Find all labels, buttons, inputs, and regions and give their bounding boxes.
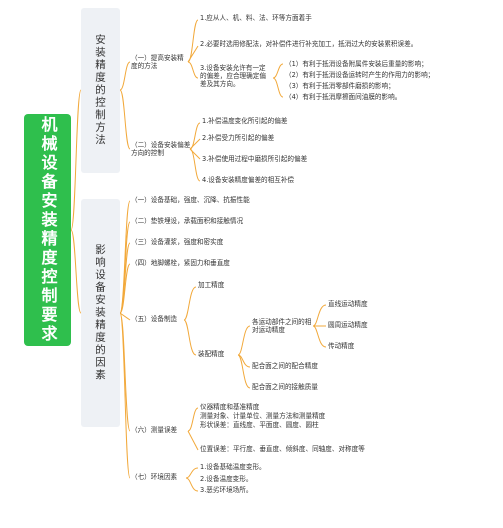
fit-accuracy: 配合面之间的配合精度 — [252, 362, 318, 370]
sub1-subitem-3: （3）有利于抵消零部件磨损的影响； — [285, 82, 395, 90]
sub1-item-3: 3.设备安装允许有一定的偏差，应合理确定偏差及其方向。 — [200, 64, 266, 89]
factor-2: （二）垫铁埋设，承载面积和接触情况 — [131, 217, 244, 225]
measurement-line-1: 仪器精度和基准精度 — [200, 403, 260, 411]
env-item-1: 1.设备基础温度变形。 — [200, 463, 266, 471]
connector-branch2-f4 — [119, 263, 131, 314]
connector-sub2-item4 — [189, 148, 201, 182]
connector-branch2-f6 — [119, 312, 131, 432]
connector-relative-linear — [312, 304, 327, 327]
factor-7-label: （七）环境因素 — [131, 473, 178, 481]
connector-sub1-item3 — [187, 61, 199, 79]
connector-f7-items-end — [185, 477, 199, 492]
factor-4: （四）地脚螺栓，紧固力和垂直度 — [131, 259, 230, 267]
transmission-accuracy: 传动精度 — [328, 342, 355, 350]
env-item-3: 3.恶劣环境场所。 — [200, 486, 253, 494]
factor-3: （三）设备灌浆，强度和密实度 — [131, 238, 224, 246]
connector-f6-line1 — [187, 407, 199, 432]
circular-motion-accuracy: 圆周运动精度 — [328, 321, 368, 329]
connector-assembly-relative — [237, 325, 251, 356]
branch-install-accuracy-control: 安装精度的控制方法 — [81, 8, 120, 173]
connector-f7-items — [185, 467, 199, 479]
sub2-item-1: 1.补偿温度变化所引起的偏差 — [202, 117, 288, 125]
connector-f5-assembly — [183, 319, 197, 356]
connector-branch1-sub1 — [119, 61, 131, 91]
connector-f6-line4 — [187, 430, 199, 451]
connector-branch2-f1 — [119, 200, 131, 314]
factor-1: （一）设备基础，强度、沉降、抗振性能 — [131, 196, 250, 204]
branch-influencing-factors: 影响设备安装精度的因素 — [81, 199, 120, 427]
factor-6-label: （六）测量误差 — [131, 426, 178, 434]
sub1-item-1: 1.应从人、机、料、法、环等方面着手 — [200, 14, 312, 22]
sub1-item-2: 2.必要时选用修配法，对补偿件进行补充加工，抵消过大的安装累积误差。 — [200, 40, 418, 48]
machining-accuracy: 加工精度 — [198, 281, 225, 289]
sub2-item-2: 2.补偿受力所引起的偏差 — [202, 134, 275, 142]
connector-branch2-f5 — [119, 312, 131, 321]
connector-sub1-item1 — [187, 19, 199, 63]
sub2-label: （二）设备安装偏差方向的控制 — [131, 141, 191, 158]
branch1-title: 安装精度的控制方法 — [94, 34, 106, 147]
sub2-item-4: 4.设备安装精度偏差的相互补偿 — [202, 176, 295, 184]
measurement-line-2: 测量对象、计量单位、测量方法和测量精度 — [200, 412, 326, 420]
sub1-subitem-2: （2）有利于抵消设备运转时产生的作用力的影响； — [285, 71, 435, 79]
relative-motion-accuracy: 各运动部件之间的相对运动精度 — [252, 318, 312, 335]
contact-quality: 配合面之间的接触质量 — [252, 383, 318, 391]
connector-sub2-item1 — [189, 122, 201, 150]
connector-branch2-f7 — [119, 312, 131, 479]
connector-root-branch2 — [70, 229, 82, 314]
sub1-label: （一）提高安装精度的方法 — [131, 54, 184, 71]
connector-root-branch1 — [70, 89, 82, 231]
connector-sub2-item2 — [189, 138, 201, 150]
sub1-subitem-1: （1）有利于抵消设备附属件安装后重量的影响； — [285, 60, 428, 68]
sub1-subitem-4: （4）有利于抵消摩擦面间油膜的影响。 — [285, 93, 402, 101]
measurement-line-3: 形状误差：直线度、平面度、圆度、圆柱 — [200, 421, 319, 429]
measurement-line-4: 位置误差：平行度、垂直度、倾斜度、同轴度、对称度等 — [200, 445, 365, 453]
factor-5-label: （五）设备制造 — [131, 315, 178, 323]
connector-item3-sub1 — [272, 63, 284, 79]
connector-assembly-contact — [237, 354, 251, 389]
env-item-2: 2.设备温度变形。 — [200, 475, 253, 483]
linear-motion-accuracy: 直线运动精度 — [328, 300, 368, 308]
branch2-title: 影响设备安装精度的因素 — [94, 244, 106, 382]
sub2-item-3: 3.补偿使用过程中磨损所引起的偏差 — [202, 155, 308, 163]
connector-item3-sub4 — [272, 77, 284, 98]
root-node: 机械设备安装精度控制要求 — [24, 114, 71, 346]
connector-sub1-item2 — [187, 45, 199, 63]
assembly-accuracy: 装配精度 — [198, 350, 225, 358]
connector-relative-transmission — [312, 325, 327, 348]
root-title: 机械设备安装精度控制要求 — [38, 116, 58, 344]
connector-f5-machining — [183, 286, 197, 321]
connector-branch1-sub2 — [119, 89, 131, 150]
